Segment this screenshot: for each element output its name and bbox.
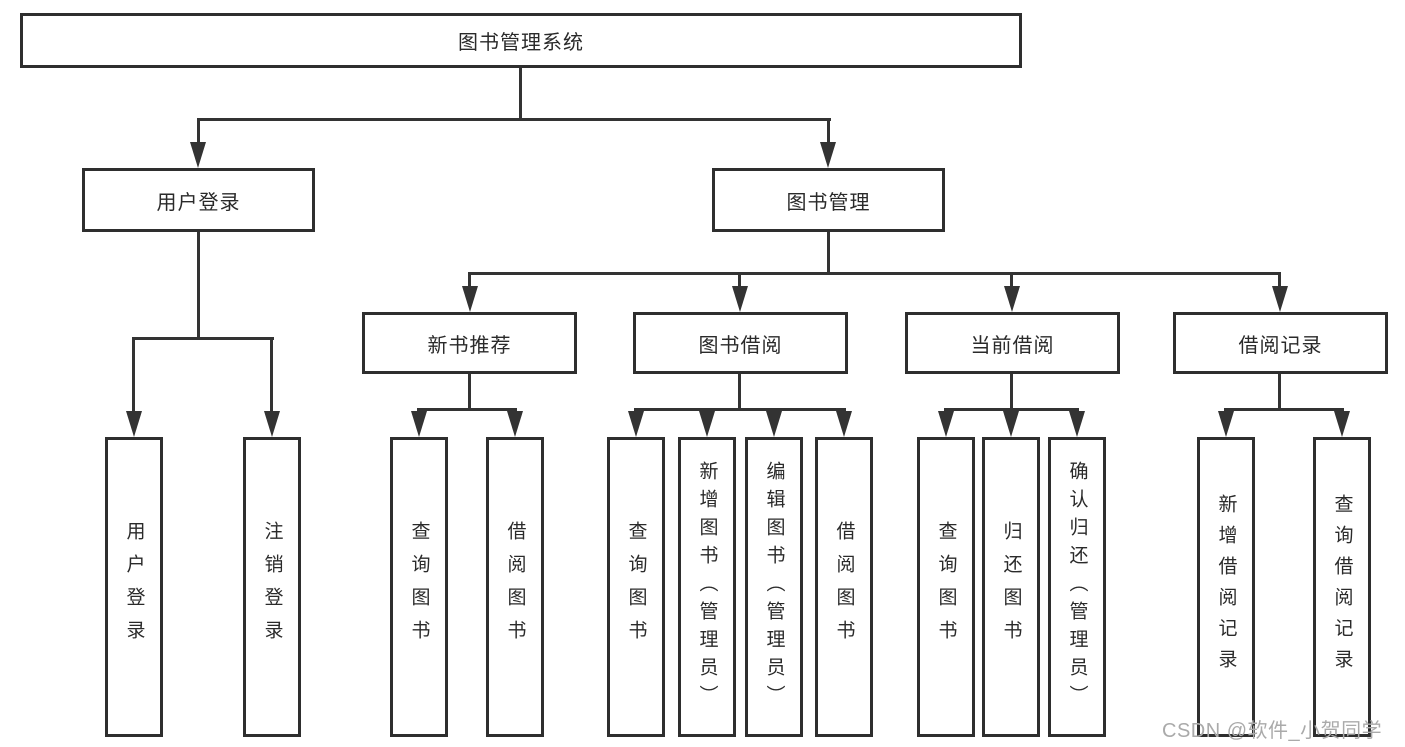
connector-line: [1010, 374, 1013, 408]
leaf-label: 注销登录: [261, 521, 283, 653]
leaf-label: 归还图书: [1000, 521, 1022, 653]
connector-line: [738, 272, 741, 290]
leaf-label: 查询图书: [935, 521, 957, 653]
leaf-logout: 注销登录: [243, 437, 301, 737]
leaf-borrow-books-borrowing: 借阅图书: [815, 437, 873, 737]
leaf-query-books-borrowing: 查询图书: [607, 437, 665, 737]
node-label: 新书推荐: [427, 334, 512, 357]
node-label: 当前借阅: [970, 334, 1055, 357]
node-new-book-recommend: 新书推荐: [362, 312, 577, 374]
connector-line: [468, 272, 471, 290]
arrowhead-down-icon: [628, 411, 644, 437]
connector-line: [1224, 408, 1344, 411]
node-label: 图书管理: [786, 191, 871, 214]
arrowhead-down-icon: [836, 411, 852, 437]
node-current-borrowing: 当前借阅: [905, 312, 1120, 374]
node-book-management: 图书管理: [712, 168, 945, 232]
connector-line: [132, 337, 274, 340]
connector-line: [827, 118, 830, 150]
arrowhead-down-icon: [732, 286, 748, 312]
connector-line: [468, 374, 471, 408]
leaf-label: 查询借阅记录: [1331, 494, 1353, 680]
node-root: 图书管理系统: [20, 13, 1022, 68]
connector-line: [197, 118, 200, 150]
node-root-label: 图书管理系统: [458, 32, 584, 54]
leaf-label: 借阅图书: [833, 521, 855, 653]
leaf-query-borrow-record: 查询借阅记录: [1313, 437, 1371, 737]
leaf-confirm-return-admin: 确认归还（管理员）: [1048, 437, 1106, 737]
leaf-label: 查询图书: [625, 521, 647, 653]
leaf-query-books-recommend: 查询图书: [390, 437, 448, 737]
node-label: 图书借阅: [698, 334, 783, 357]
arrowhead-down-icon: [938, 411, 954, 437]
connector-line: [468, 272, 1281, 275]
arrowhead-down-icon: [126, 411, 142, 437]
leaf-label: 编辑图书（管理员）: [763, 461, 785, 713]
connector-line: [1278, 272, 1281, 290]
node-borrowing-records: 借阅记录: [1173, 312, 1388, 374]
arrowhead-down-icon: [411, 411, 427, 437]
leaf-add-book-admin: 新增图书（管理员）: [678, 437, 736, 737]
node-book-borrowing: 图书借阅: [633, 312, 848, 374]
connector-line: [827, 232, 830, 272]
leaf-edit-book-admin: 编辑图书（管理员）: [745, 437, 803, 737]
connector-line: [197, 118, 831, 121]
connector-line: [634, 408, 846, 411]
arrowhead-down-icon: [1218, 411, 1234, 437]
leaf-label: 新增图书（管理员）: [696, 461, 718, 713]
leaf-query-books-current: 查询图书: [917, 437, 975, 737]
arrowhead-down-icon: [1003, 411, 1019, 437]
leaf-user-login: 用户登录: [105, 437, 163, 737]
arrowhead-down-icon: [820, 142, 836, 168]
connector-line: [1010, 272, 1013, 290]
arrowhead-down-icon: [766, 411, 782, 437]
leaf-return-books: 归还图书: [982, 437, 1040, 737]
arrowhead-down-icon: [1004, 286, 1020, 312]
arrowhead-down-icon: [507, 411, 523, 437]
leaf-label: 确认归还（管理员）: [1066, 461, 1088, 713]
node-user-login: 用户登录: [82, 168, 315, 232]
node-label: 用户登录: [156, 191, 241, 214]
leaf-label: 用户登录: [123, 521, 145, 653]
watermark: CSDN @软件_小贺同学: [1162, 720, 1383, 742]
arrowhead-down-icon: [1069, 411, 1085, 437]
arrowhead-down-icon: [699, 411, 715, 437]
leaf-borrow-books-recommend: 借阅图书: [486, 437, 544, 737]
leaf-label: 借阅图书: [504, 521, 526, 653]
node-label: 借阅记录: [1238, 334, 1323, 357]
leaf-add-borrow-record: 新增借阅记录: [1197, 437, 1255, 737]
connector-line: [270, 337, 273, 417]
arrowhead-down-icon: [190, 142, 206, 168]
connector-line: [197, 232, 200, 337]
leaf-label: 查询图书: [408, 521, 430, 653]
connector-line: [417, 408, 517, 411]
connector-line: [738, 374, 741, 408]
connector-line: [132, 337, 135, 417]
arrowhead-down-icon: [1272, 286, 1288, 312]
connector-line: [519, 68, 522, 118]
leaf-label: 新增借阅记录: [1215, 494, 1237, 680]
arrowhead-down-icon: [1334, 411, 1350, 437]
arrowhead-down-icon: [462, 286, 478, 312]
connector-line: [1278, 374, 1281, 408]
arrowhead-down-icon: [264, 411, 280, 437]
